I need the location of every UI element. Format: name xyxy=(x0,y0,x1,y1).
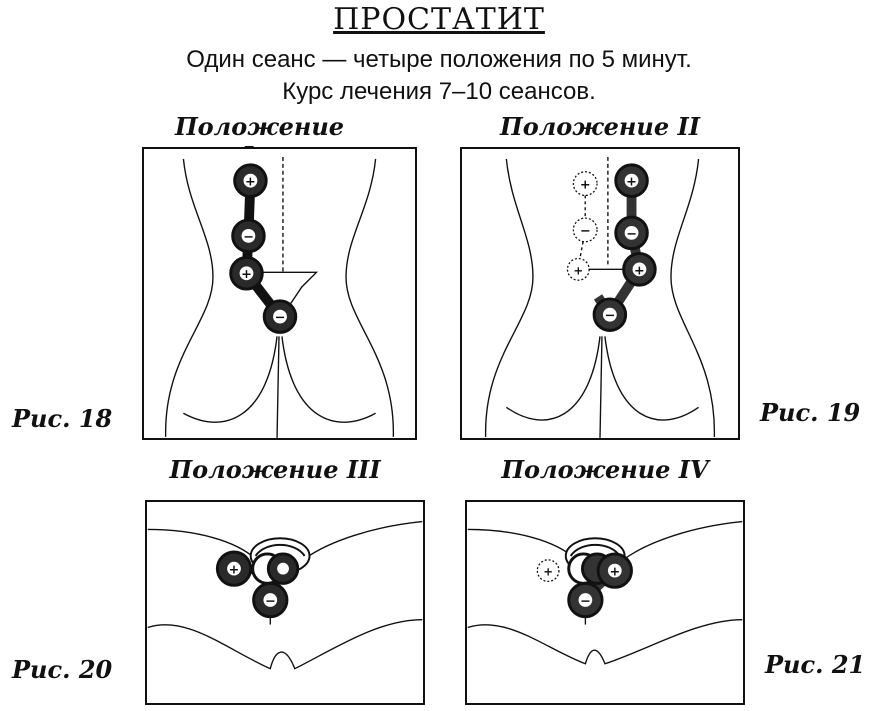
svg-text:+: + xyxy=(634,263,645,278)
body-outline-left xyxy=(164,158,214,437)
figure-18-panel: + − + − xyxy=(142,147,417,440)
figure-label-19: Рис. 19 xyxy=(760,398,861,427)
svg-text:−: − xyxy=(275,311,286,326)
session-description: Один сеанс — четыре положения по 5 минут… xyxy=(186,46,692,73)
electrode-plus: + xyxy=(215,550,253,587)
dotted-electrodes: + − + xyxy=(566,171,598,281)
svg-text:−: − xyxy=(243,230,254,245)
figure-20-panel: + − xyxy=(145,500,425,705)
figure-21-illustration: + + − xyxy=(467,520,743,665)
electrode-minus-2: − xyxy=(592,297,628,332)
svg-text:+: + xyxy=(245,175,256,190)
svg-text:+: + xyxy=(609,565,620,580)
svg-text:+: + xyxy=(626,175,637,190)
electrode-minus-1: − xyxy=(231,218,266,254)
svg-text:−: − xyxy=(580,594,591,609)
dotted-electrode-plus-2: + xyxy=(566,257,590,281)
svg-text:+: + xyxy=(580,178,591,193)
dotted-electrode-plus: + xyxy=(572,171,598,197)
dotted-electrode-plus: + xyxy=(536,559,560,583)
figure-21-panel: + + − xyxy=(465,500,745,705)
svg-text:+: + xyxy=(573,263,583,277)
position-label-4: Положение IV xyxy=(501,455,709,484)
electrodes: + − xyxy=(215,550,300,619)
electrode-minus: − xyxy=(567,581,604,619)
figure-label-18: Рис. 18 xyxy=(12,404,113,433)
svg-text:+: + xyxy=(543,565,553,579)
position-label-2: Положение II xyxy=(500,112,700,141)
electrode-plus-2: + xyxy=(622,252,657,287)
figure-18-illustration: + − + − xyxy=(164,157,395,438)
svg-text:−: − xyxy=(626,227,637,242)
electrode-plus-2: + xyxy=(229,256,264,291)
electrode-plus-1: + xyxy=(614,163,649,198)
electrode-minus: − xyxy=(252,581,289,619)
svg-text:+: + xyxy=(229,563,240,578)
svg-text:−: − xyxy=(580,224,591,239)
figure-19-illustration: + − + + − + − xyxy=(484,156,716,438)
figure-label-20: Рис. 20 xyxy=(12,655,113,684)
buttock-left xyxy=(183,336,278,423)
electrode-plus: + xyxy=(596,552,633,589)
electrode-minus-1: − xyxy=(614,215,649,251)
electrode-plus-1: + xyxy=(233,163,268,198)
figure-20-illustration: + − xyxy=(147,520,423,670)
electrodes: + − xyxy=(567,552,633,619)
page-title: ПРОСТАТИТ xyxy=(333,2,545,37)
dotted-electrode-minus: − xyxy=(572,217,598,243)
figure-label-21: Рис. 21 xyxy=(765,650,866,679)
figure-19-panel: + − + + − + − xyxy=(460,147,740,440)
course-description: Курс лечения 7–10 сеансов. xyxy=(282,78,596,105)
electrode-minus-2: − xyxy=(262,299,298,334)
electrodes: + − + − xyxy=(592,163,657,332)
svg-text:−: − xyxy=(265,594,276,609)
position-label-3: Положение III xyxy=(169,455,381,484)
body-outline-right xyxy=(345,158,395,437)
electrodes: + − + − xyxy=(229,163,298,334)
buttock-right xyxy=(281,336,376,423)
svg-text:+: + xyxy=(241,267,252,282)
electrode-middle-pair xyxy=(251,552,300,585)
svg-text:−: − xyxy=(604,309,615,324)
